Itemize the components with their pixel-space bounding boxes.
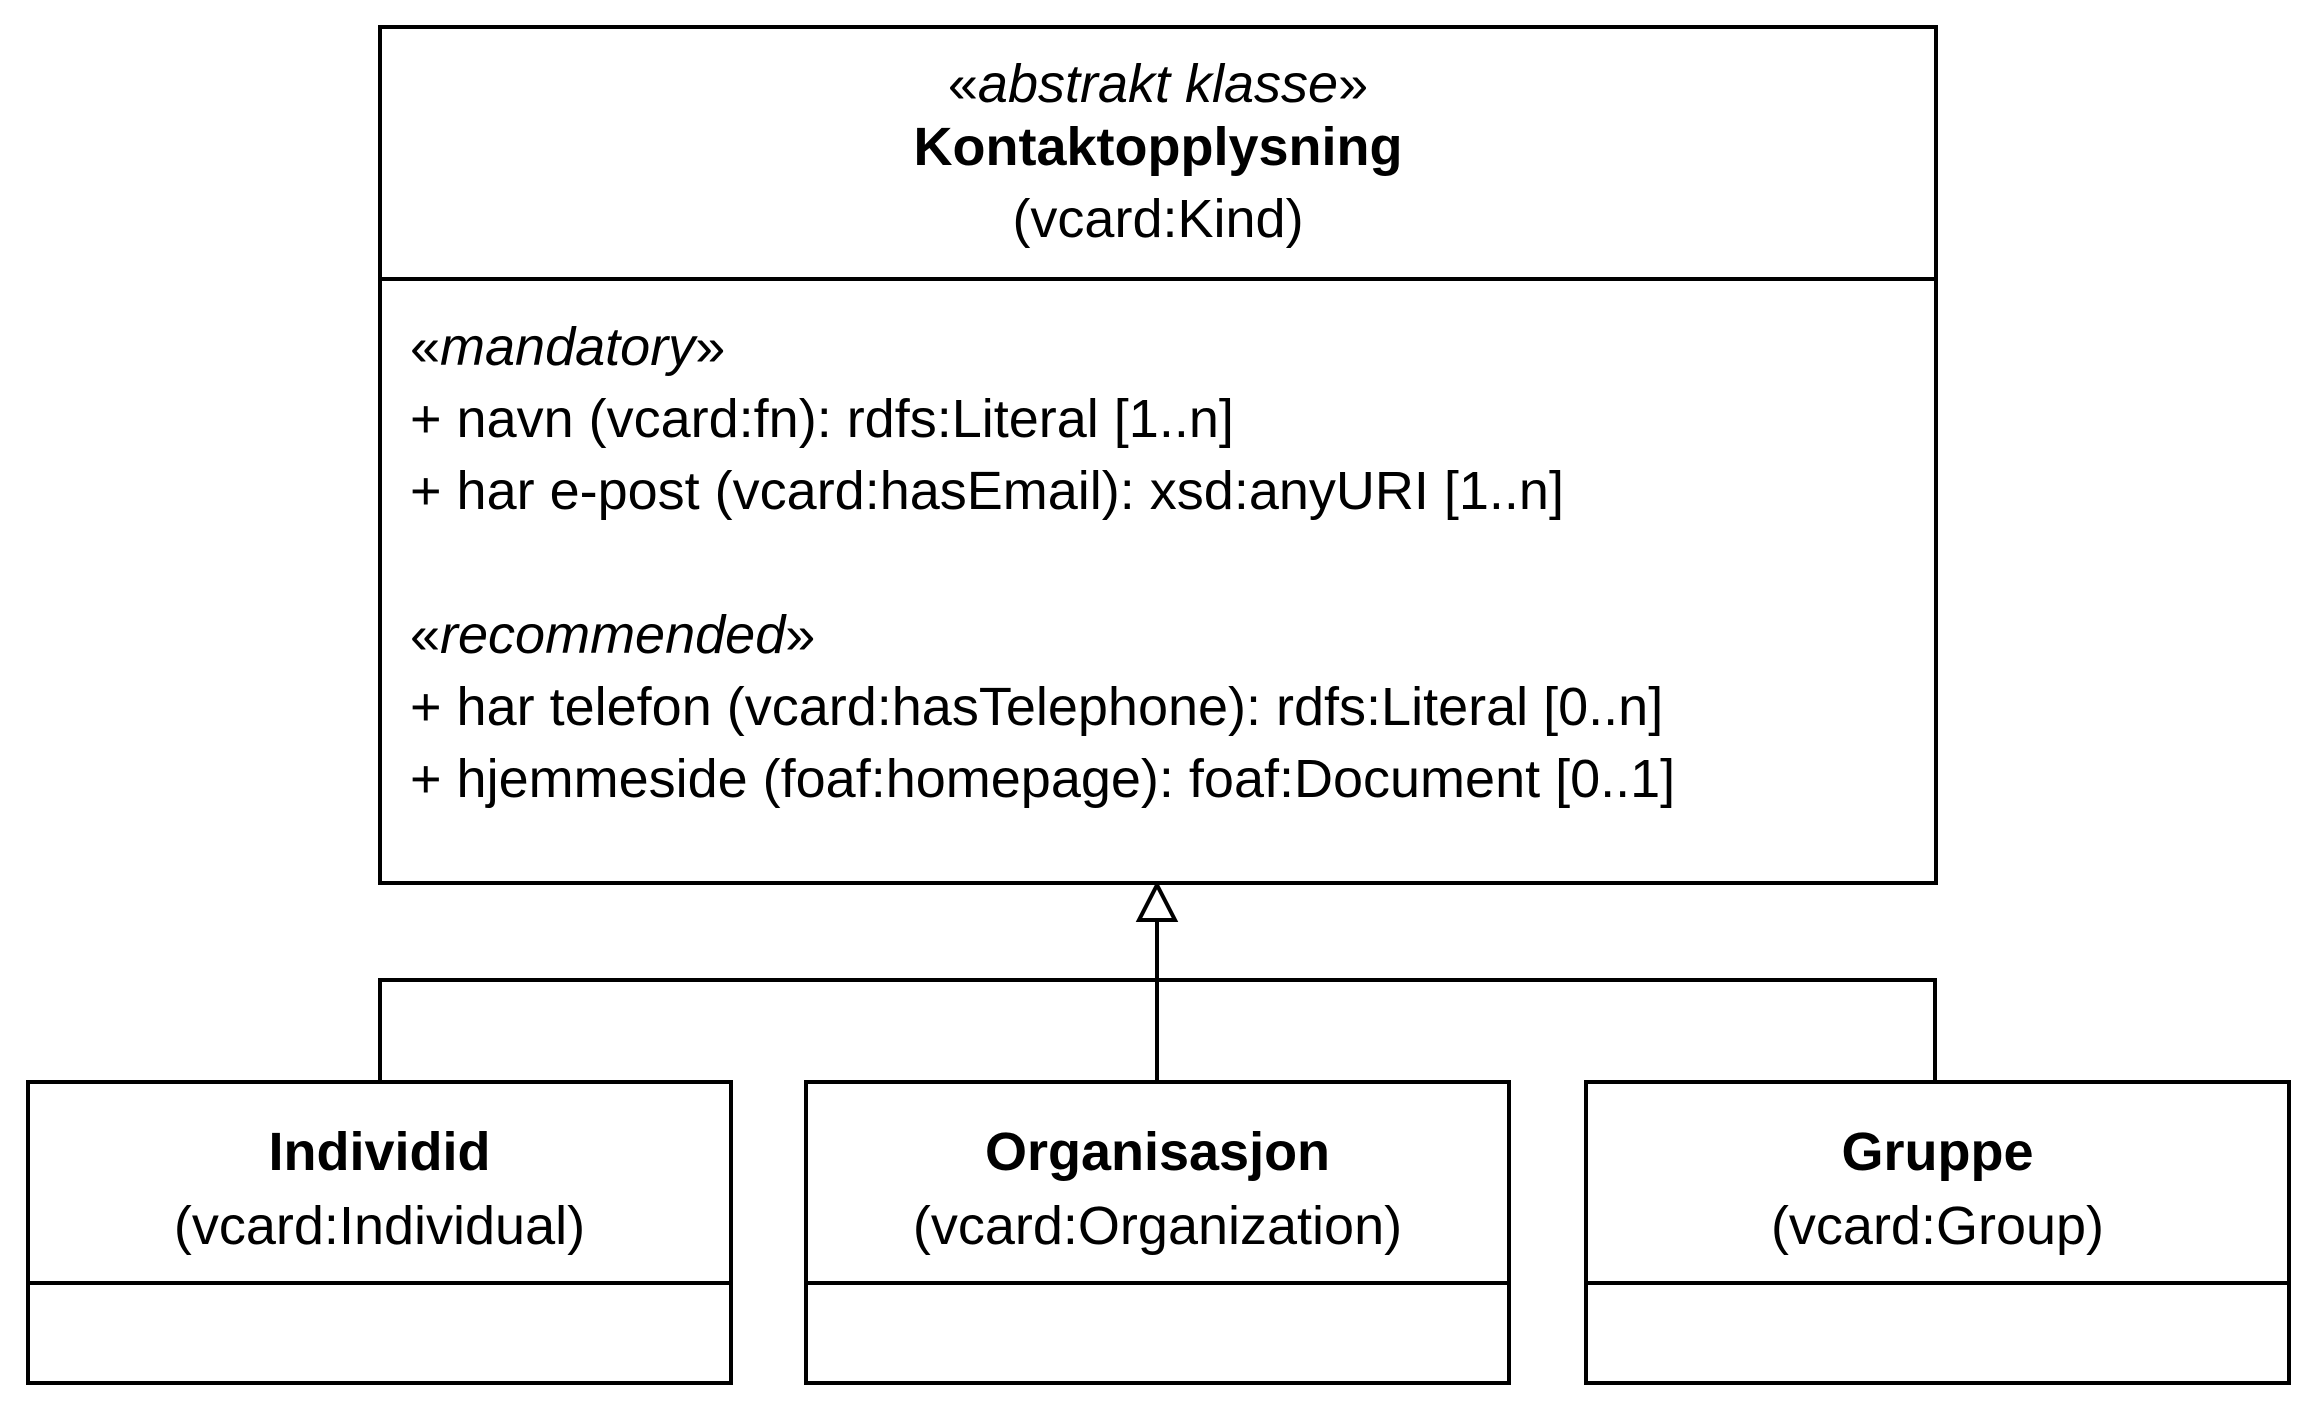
attribute-navn: + navn (vcard:fn): rdfs:Literal [1..n] [410, 389, 1234, 449]
attribute-compartment: «mandatory» + navn (vcard:fn): rdfs:Lite… [410, 311, 1675, 815]
subclass-name: Organisasjon [984, 1122, 1331, 1182]
compartment-divider [1588, 1281, 2287, 1285]
group-stereotype: «mandatory» [410, 317, 726, 377]
group-stereotype: «recommended» [410, 605, 816, 665]
class-stereotype: «abstrakt klasse» [947, 54, 1369, 114]
attribute-group-mandatory: «mandatory» + navn (vcard:fn): rdfs:Lite… [410, 311, 1675, 527]
class-name: Kontaktopplysning [913, 117, 1403, 177]
attribute-har-telefon: + har telefon (vcard:hasTelephone): rdfs… [410, 677, 1664, 737]
subclass-uri: (vcard:Individual) [173, 1196, 586, 1256]
compartment-divider [382, 277, 1934, 281]
abstract-class-kontaktopplysning: «abstrakt klasse» Kontaktopplysning (vca… [378, 25, 1938, 885]
subclass-name: Gruppe [1841, 1122, 2034, 1182]
compartment-divider [808, 1281, 1507, 1285]
attribute-group-recommended: «recommended» + har telefon (vcard:hasTe… [410, 599, 1675, 815]
subclass-name: Individid [268, 1122, 491, 1182]
subclass-uri: (vcard:Group) [1770, 1196, 2105, 1256]
generalization-arrowhead [1135, 880, 1179, 922]
subclass-individid: Individid (vcard:Individual) [26, 1080, 733, 1385]
compartment-divider [30, 1281, 729, 1285]
attribute-hjemmeside: + hjemmeside (foaf:homepage): foaf:Docum… [410, 749, 1676, 809]
subclass-organisasjon: Organisasjon (vcard:Organization) [804, 1080, 1511, 1385]
subclass-gruppe: Gruppe (vcard:Group) [1584, 1080, 2291, 1385]
class-uri: (vcard:Kind) [1012, 189, 1304, 249]
attribute-har-e-post: + har e-post (vcard:hasEmail): xsd:anyUR… [410, 461, 1564, 521]
subclass-uri: (vcard:Organization) [912, 1196, 1403, 1256]
